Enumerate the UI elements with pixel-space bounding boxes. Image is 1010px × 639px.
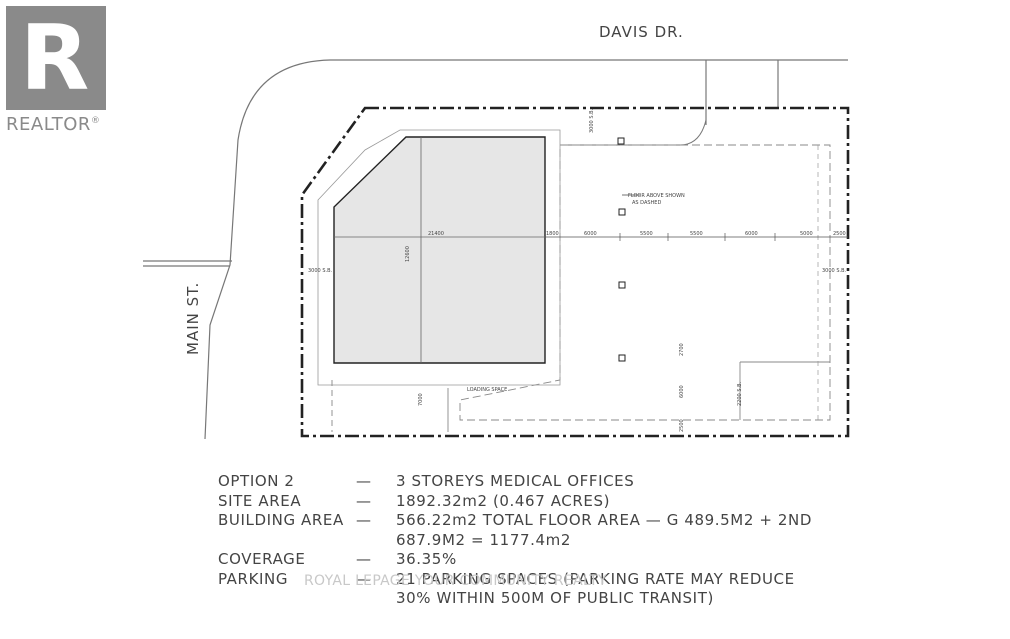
realtor-logo: R REALTOR® xyxy=(6,6,107,135)
stat-value: 687.9M2 = 1177.4m2 xyxy=(396,530,571,549)
setback-east-label: 3000 S.B. xyxy=(822,268,847,274)
trademark-symbol: ® xyxy=(90,116,101,126)
stat-value: 3 STOREYS MEDICAL OFFICES xyxy=(396,472,635,490)
column-marker-3 xyxy=(618,281,626,289)
dim-side: 1800 xyxy=(546,231,559,237)
road-curb-line xyxy=(204,59,848,440)
stat-dash: — xyxy=(356,511,372,529)
driveway-curve xyxy=(565,119,707,146)
realtor-logo-letter: R xyxy=(20,6,90,111)
loading-space-label: LOADING SPACE xyxy=(467,387,507,393)
stat-key: OPTION 2 xyxy=(218,472,295,490)
column-marker-1 xyxy=(617,137,625,145)
stat-key: SITE AREA xyxy=(218,491,302,510)
dim-e: 5000 xyxy=(800,231,813,237)
floor-note-line2: AS DASHED xyxy=(632,200,661,206)
brokerage-watermark: ROYAL LEPAGE YOUR COMMUNITY REALTY xyxy=(304,573,607,589)
column-marker-4 xyxy=(618,354,626,362)
dim-aisle: 2700 xyxy=(679,343,685,356)
dim-building-depth: 12600 xyxy=(405,246,411,262)
stat-value: 30% WITHIN 500M OF PUBLIC TRANSIT) xyxy=(396,589,714,607)
street-label-davis: DAVIS DR. xyxy=(599,23,684,41)
building-setback-line xyxy=(317,129,561,386)
dim-c: 5500 xyxy=(690,231,703,237)
dim-a: 6000 xyxy=(584,231,597,237)
dim-parking: 6000 xyxy=(679,385,685,398)
stat-dash: — xyxy=(356,491,372,510)
setback-west-label: 3000 S.B. xyxy=(308,268,333,274)
dim-bottom: 2500 xyxy=(679,419,685,432)
stat-key: PARKING xyxy=(218,569,289,588)
realtor-logo-mark: R xyxy=(6,6,106,110)
setback-north-label: 3000 S.B. xyxy=(589,108,595,133)
setback-south-label: 2200 S.B. xyxy=(737,381,743,406)
dim-loading: 7000 xyxy=(418,393,424,406)
realtor-wordmark-text: REALTOR xyxy=(6,114,91,135)
column-marker-2 xyxy=(618,208,626,216)
dim-d: 6000 xyxy=(745,231,758,237)
dim-building-width: 21400 xyxy=(428,231,444,237)
stat-key: COVERAGE xyxy=(218,550,306,568)
stat-key: BUILDING AREA xyxy=(218,511,344,529)
stat-value: 36.35% xyxy=(396,550,457,568)
dim-f: 2500 xyxy=(833,231,846,237)
stat-value: 566.22m2 TOTAL FLOOR AREA — G 489.5M2 + … xyxy=(396,511,813,529)
dim-b: 5500 xyxy=(640,231,653,237)
street-label-main: MAIN ST. xyxy=(184,282,202,355)
stat-value: 1892.32m2 (0.467 ACRES) xyxy=(396,491,611,510)
building-footprint xyxy=(333,136,546,364)
stat-dash: — xyxy=(356,550,372,568)
realtor-wordmark: REALTOR® xyxy=(6,114,107,135)
stat-dash: — xyxy=(356,569,372,588)
floor-note-line1: FLOOR ABOVE SHOWN xyxy=(628,193,685,199)
stat-value: 21 PARKING SPACES (PARKING RATE MAY REDU… xyxy=(396,569,795,588)
property-boundary xyxy=(300,106,850,438)
stat-dash: — xyxy=(356,472,372,490)
